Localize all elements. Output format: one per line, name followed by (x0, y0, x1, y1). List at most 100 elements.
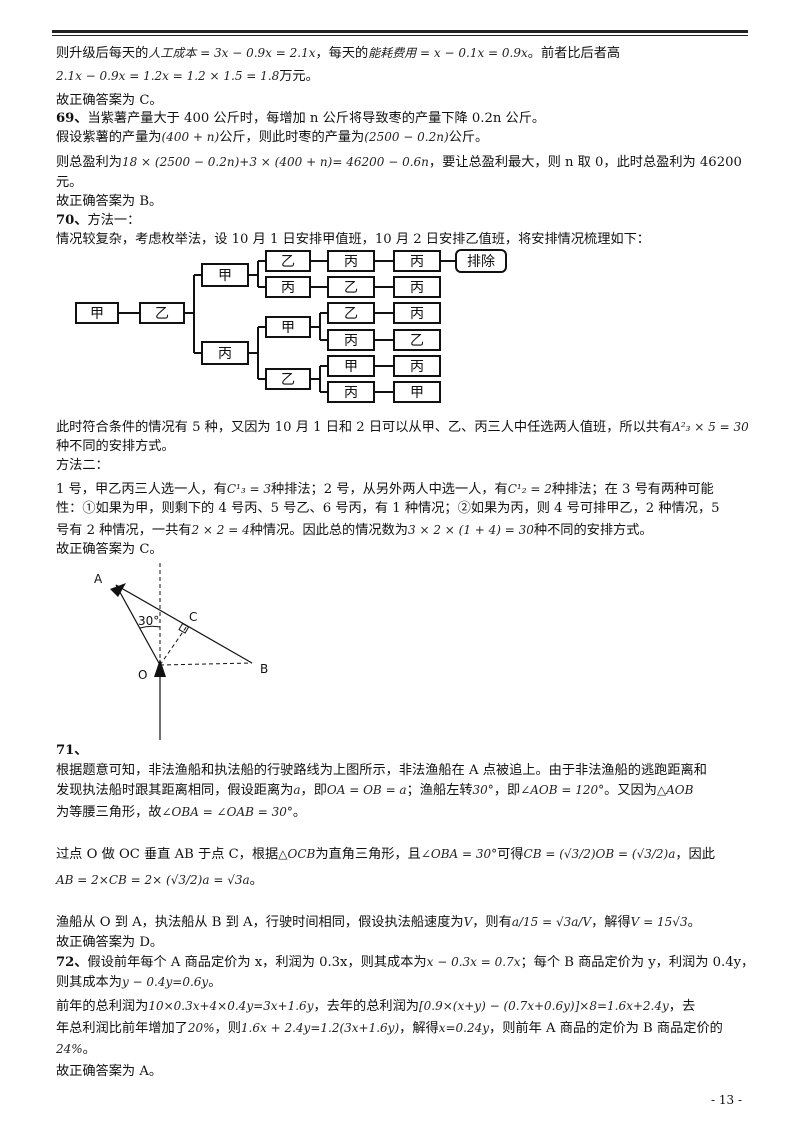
text-span: 种排法；在 3 号有两种可能 (551, 482, 714, 497)
text-span: 。 (292, 805, 307, 820)
text-span: ，要让总盈利最大，则 n 取 0，此时总盈利为 46200 (428, 155, 742, 170)
text-line: 则升级后每天的人工成本 = 3x − 0.9x = 2.1x，每天的能耗费用 =… (56, 45, 620, 62)
tree-node: 丙 (410, 359, 424, 375)
math-expression: CB = (√3/2)OB = (√3/2)a (523, 847, 676, 861)
math-expression: y − 0.4y=0.6y (121, 975, 209, 989)
tree-node: 甲 (410, 385, 424, 401)
math-expression: V = 15√3 (630, 915, 688, 929)
arrangement-tree-diagram: 甲 乙 甲 丙 乙 丙 甲 乙 丙 乙 乙 丙 甲 丙 丙 丙 丙 乙 丙 甲 … (75, 249, 507, 403)
text-span: ，解得 (399, 1021, 439, 1036)
text-line: 72、假设前年每个 A 商品定价为 x，利润为 0.3x，则其成本为x − 0.… (56, 954, 754, 971)
text-span: 种不同的安排方式。 (533, 523, 653, 538)
math-expression: x − 0.3x = 0.7x (426, 955, 521, 969)
text-line: 则总盈利为18 × (2500 − 0.2n)+3 × (400 + n)= 4… (56, 154, 742, 171)
math-expression: C¹₂ = 2 (507, 482, 552, 496)
math-expression: a/15 = √3a/V (511, 915, 592, 929)
page-number: - 13 - (710, 1093, 742, 1107)
text-line: 发现执法船时跟其距离相同，假设距离为a，即OA = OB = a；渔船左转30°… (56, 782, 693, 799)
tree-node: 丙 (410, 254, 424, 270)
text-span: 公斤，则此时枣的产量为 (219, 130, 365, 145)
math-expression: AB = 2×CB = 2× (√3/2)a = √3a (56, 873, 250, 887)
math-expression: 18 × (2500 − 0.2n)+3 × (400 + n)= 46200 … (121, 155, 429, 169)
angle-label: 30° (138, 614, 159, 628)
math-expression: 24% (56, 1042, 83, 1056)
text-span: 可得 (497, 847, 524, 862)
text-span: 当紫薯产量大于 400 公斤时，每增加 n 公斤将导致枣的产量下降 0.2n 公… (87, 111, 546, 126)
math-expression: x=0.24y (438, 1021, 490, 1035)
text-line: 故正确答案为 B。 (56, 193, 162, 210)
header-rule-thin (52, 35, 748, 36)
text-line: 70、方法一： (56, 212, 140, 229)
text-line: 24%。 (56, 1041, 96, 1058)
text-line: 则其成本为y − 0.4y=0.6y。 (56, 974, 221, 991)
question-number: 69、 (56, 111, 88, 126)
text-span: ，去 (668, 999, 696, 1014)
text-line: 前年的总利润为10×0.3x+4×0.4y=3x+1.6y，去年的总利润为[0.… (56, 998, 695, 1015)
text-span: ，解得 (591, 915, 631, 930)
text-span: 前年的总利润为 (56, 999, 149, 1014)
tree-node: 乙 (410, 333, 424, 349)
text-span: 。 (208, 975, 222, 990)
text-span: 则升级后每天的 (56, 46, 149, 61)
text-span: 故正确答案为 C。 (56, 542, 163, 557)
text-line: 故正确答案为 C。 (56, 92, 163, 109)
text-span: 。前者比后者高 (527, 46, 621, 61)
text-line: 故正确答案为 C。 (56, 541, 163, 558)
text-span: 性：①如果为甲，则剩下的 4 号丙、5 号乙、6 号丙，有 1 种情况；②如果为… (56, 501, 720, 516)
math-expression: (2500 − 0.2n) (364, 130, 449, 144)
text-span: ，则有 (472, 915, 512, 930)
text-span: 。 (687, 915, 701, 930)
text-span: 。 (82, 1042, 96, 1057)
math-expression: 能耗费用 = x − 0.1x = 0.9x (368, 46, 528, 60)
math-expression: △AOB (656, 783, 694, 797)
header-rule-thick (52, 30, 748, 33)
text-span: 故正确答案为 A。 (56, 1064, 163, 1079)
text-span: 发现执法船时跟其距离相同，假设距离为 (56, 783, 294, 798)
text-span: 假设前年每个 A 商品定价为 x，利润为 0.3x，则其成本为 (87, 955, 427, 970)
ship-a-marker (110, 583, 126, 597)
math-expression: [0.9×(x+y) − (0.7x+0.6y)]×8=1.6x+2.4y (418, 999, 669, 1013)
math-expression: 2 × 2 = 4 (191, 523, 250, 537)
math-expression: 20% (187, 1021, 215, 1035)
math-expression: ∠AOB = 120° (520, 783, 605, 797)
tree-node: 乙 (344, 280, 358, 296)
point-label-b: B (260, 662, 268, 676)
tree-node: 丙 (281, 280, 295, 296)
math-expression: 30° (472, 783, 494, 797)
text-span: ；渔船左转 (406, 783, 473, 798)
text-span: 故正确答案为 D。 (56, 935, 164, 950)
text-span: 则其成本为 (56, 975, 122, 990)
question-number: 70、 (56, 213, 88, 228)
text-span: 1 号，甲乙丙三人选一人，有 (56, 482, 227, 497)
text-line: 方法二： (56, 457, 109, 474)
text-line: 性：①如果为甲，则剩下的 4 号丙、5 号乙、6 号丙，有 1 种情况；②如果为… (56, 500, 720, 517)
text-span: 元。 (56, 175, 83, 190)
text-span: 渔船从 O 到 A，执法船从 B 到 A，行驶时间相同，假设执法船速度为 (56, 915, 464, 930)
text-span: 种排法；2 号，从另外两人中选一人，有 (270, 482, 508, 497)
math-expression: 3 × 2 × (1 + 4) = 30 (408, 523, 534, 537)
math-expression: V (463, 915, 473, 929)
text-span: 此时符合条件的情况有 5 种，又因为 10 月 1 日和 2 日可以从甲、乙、丙… (56, 420, 673, 435)
math-expression: △OCB (278, 847, 316, 861)
text-span: 种情况。因此总的情况数为 (249, 523, 408, 538)
text-span: ，则前年 A 商品的定价为 B 商品定价的 (489, 1021, 723, 1036)
text-line: 号有 2 种情况，一共有2 × 2 = 4种情况。因此总的情况数为3 × 2 ×… (56, 522, 653, 539)
tree-node: 丙 (410, 280, 424, 296)
text-line: 71、 (56, 742, 88, 759)
text-span: ，因此 (675, 847, 715, 862)
text-line: 过点 O 做 OC 垂直 AB 于点 C，根据△OCB为直角三角形，且∠OBA … (56, 846, 715, 863)
text-line: 69、当紫薯产量大于 400 公斤时，每增加 n 公斤将导致枣的产量下降 0.2… (56, 110, 545, 127)
question-number: 71、 (56, 743, 88, 758)
text-line: 假设紫薯的产量为(400 + n)公斤，则此时枣的产量为(2500 − 0.2n… (56, 129, 488, 146)
math-expression: ∠OBA = 30° (420, 847, 498, 861)
tree-node-root: 甲 (90, 306, 104, 322)
text-line: 种不同的安排方式。 (56, 438, 175, 455)
point-label-a: A (94, 572, 103, 586)
text-line: 情况较复杂，考虑枚举法，设 10 月 1 日安排甲值班，10 月 2 日安排乙值… (56, 231, 650, 248)
text-span: 年总利润比前年增加了 (56, 1021, 188, 1036)
math-expression: a (293, 783, 301, 797)
text-line: 为等腰三角形，故∠OBA = ∠OAB = 30°。 (56, 804, 306, 821)
tree-node: 甲 (281, 320, 295, 336)
math-expression: 1.6x + 2.4y=1.2(3x+1.6y) (240, 1021, 400, 1035)
math-expression: 人工成本 = 3x − 0.9x = 2.1x (148, 46, 316, 60)
